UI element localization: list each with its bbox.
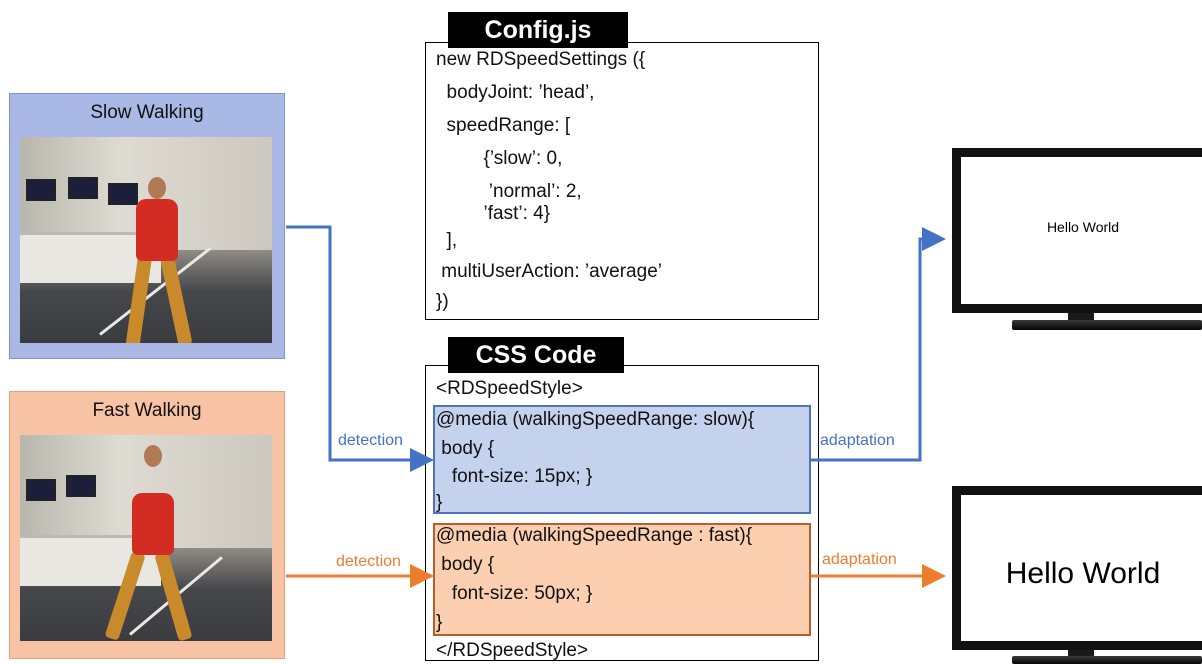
slow-monitor-stand [1068,313,1094,323]
fast-media-line: } [436,612,443,633]
fast-media-line: body { [436,554,495,575]
config-code-box [425,42,819,320]
css-open-tag: <RDSpeedStyle> [436,378,583,399]
fast-detection-label: detection [336,553,401,570]
slow-adaptation-arrow [811,227,946,462]
fast-adaptation-label: adaptation [822,551,897,568]
slow-walking-photo [20,137,272,343]
fast-hello-world-text: Hello World [1005,557,1161,590]
css-title: CSS Code [448,337,624,373]
slow-detection-arrow [286,225,434,472]
fast-walking-title: Fast Walking [92,400,202,421]
fast-monitor-stand [1068,650,1094,660]
fast-monitor-base [1012,656,1202,664]
config-line: }) [436,291,449,312]
fast-media-line: font-size: 50px; } [436,583,593,604]
slow-detection-label: detection [338,432,403,449]
config-line: bodyJoint: ’head’, [436,82,595,103]
css-close-tag: </RDSpeedStyle> [436,640,589,661]
fast-media-line: @media (walkingSpeedRange : fast){ [436,525,753,546]
config-line: ’fast’: 4} [436,203,551,224]
config-line: ’normal’: 2, [436,181,582,202]
slow-display-monitor: Hello World [952,148,1202,313]
slow-monitor-base [1012,320,1202,330]
fast-display-monitor: Hello World [952,486,1202,650]
slow-media-query-block [433,405,811,514]
config-title: Config.js [448,12,628,48]
slow-media-line: font-size: 15px; } [436,466,593,487]
fast-media-query-block [433,523,811,636]
config-line: speedRange: [ [436,115,571,136]
fast-walking-panel: Fast Walking [9,391,285,659]
fast-walking-photo [20,435,272,641]
config-line: new RDSpeedSettings ({ [436,49,646,70]
slow-adaptation-label: adaptation [820,432,895,449]
slow-walking-title: Slow Walking [90,102,204,123]
slow-media-line: } [436,492,443,513]
config-line: ], [436,230,458,251]
slow-media-line: body { [436,438,495,459]
slow-media-line: @media (walkingSpeedRange: slow){ [436,409,755,430]
config-line: {’slow’: 0, [436,148,563,169]
slow-walking-panel: Slow Walking [9,93,285,359]
config-line: multiUserAction: ’average’ [436,261,662,282]
slow-hello-world-text: Hello World [1046,219,1120,235]
